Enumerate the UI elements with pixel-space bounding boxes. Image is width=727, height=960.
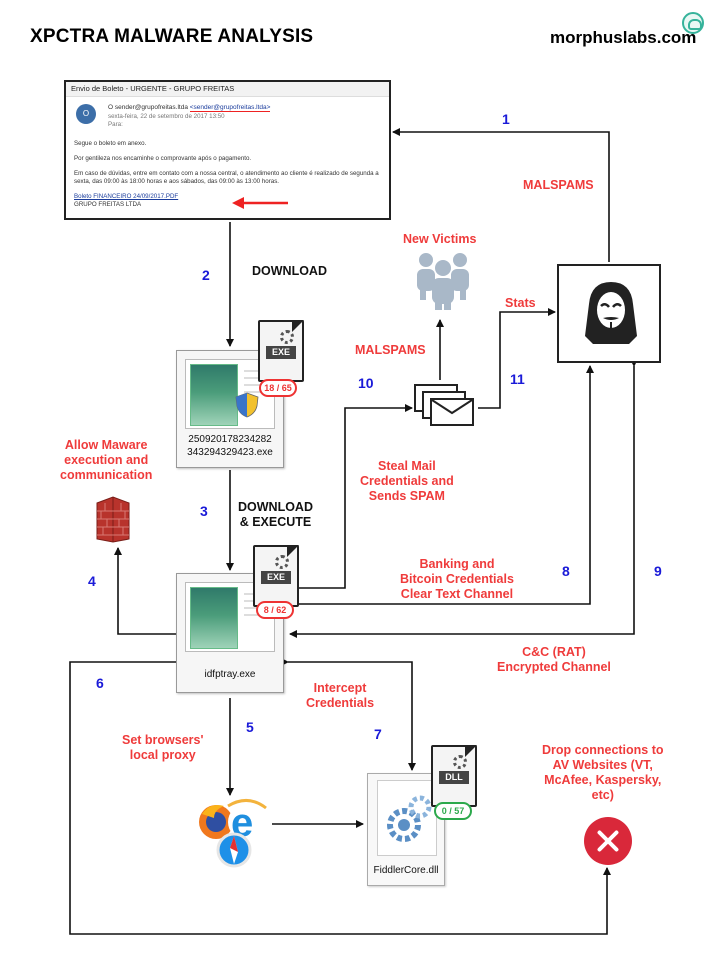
email-body: Segue o boleto em anexo. Por gentileza n… (74, 140, 384, 209)
brain-logo-icon (682, 12, 704, 34)
email-subject: Envio de Boleto - URGENTE - GRUPO FREITA… (66, 82, 389, 97)
detection-badge: 0 / 57 (434, 802, 472, 820)
sender-name: O sender@grupofreitas.ltda (108, 104, 188, 111)
arrow-allow-malware (114, 547, 176, 635)
exe-tag: EXE (261, 571, 291, 584)
brand-name[interactable]: morphuslabs.com (550, 28, 697, 47)
label-stats: Stats (505, 296, 536, 310)
email-line: Segue o boleto em anexo. (74, 140, 147, 147)
label-banking: Banking and Bitcoin Credentials Clear Te… (400, 557, 514, 601)
page-title: XPCTRA MALWARE ANALYSIS (30, 26, 314, 47)
label-new-victims: New Victims (403, 232, 477, 246)
label-download-execute: DOWNLOAD & EXECUTE (238, 500, 313, 529)
arrow-stats (478, 308, 556, 409)
label-steal-mail: Steal Mail Credentials and Sends SPAM (360, 459, 454, 503)
label-allow-malware: Allow Maware execution and communication (60, 438, 153, 482)
hacker-icon (585, 282, 637, 344)
exe-file-icon: EXE (258, 320, 304, 382)
step-number: 7 (374, 726, 382, 742)
sender-avatar: O (76, 104, 96, 124)
dll-file-icon: DLL (431, 745, 477, 807)
label-download: DOWNLOAD (252, 264, 327, 278)
detection-badge: 18 / 65 (259, 379, 297, 397)
label-malspams-top: MALSPAMS (523, 178, 594, 192)
step-number: 11 (510, 371, 525, 387)
email-signature: GRUPO FREITAS LTDA (74, 201, 142, 208)
email-from: O sender@grupofreitas.ltda <sender@grupo… (108, 104, 271, 112)
email-line: Por gentileza nos encaminhe o comprovant… (74, 155, 252, 162)
blocked-icon (584, 817, 632, 865)
browsers-icon: e (199, 799, 267, 868)
red-arrow-icon (232, 197, 288, 209)
step-number: 3 (200, 503, 208, 519)
boleto-attachment-link[interactable]: Boleto FINANCEIRO 24/09/2017.PDF (74, 193, 179, 200)
label-cnc: C&C (RAT) Encrypted Channel (497, 645, 611, 674)
dll-doc (377, 780, 437, 856)
label-intercept: Intercept Credentials (306, 681, 375, 710)
step-number: 10 (358, 375, 374, 391)
email-line: Em caso de dúvidas, entre em contato com… (74, 170, 379, 185)
email-date: sexta-feira, 22 de setembro de 2017 13:5… (108, 113, 225, 120)
gear-icon (453, 755, 467, 769)
label-drop-connections: Drop connections to AV Websites (VT, McA… (542, 743, 664, 802)
uac-shield-icon (235, 392, 259, 418)
detection-badge: 8 / 62 (256, 601, 294, 619)
file-thumbnail (190, 587, 238, 649)
new-victims-icon (417, 253, 469, 310)
label-malspams-mid: MALSPAMS (355, 343, 426, 357)
dll-name: FiddlerCore.dll (373, 865, 439, 876)
exe-file-icon: EXE (253, 545, 299, 607)
envelope-icon (430, 398, 474, 426)
step-number: 9 (654, 563, 662, 579)
step-number: 6 (96, 675, 104, 691)
firewall-icon (96, 496, 130, 543)
step-number: 4 (88, 573, 96, 589)
arrow-malspams-to-email (392, 128, 610, 262)
gear-icon (280, 330, 294, 344)
phishing-email[interactable]: Envio de Boleto - URGENTE - GRUPO FREITA… (64, 80, 391, 220)
label-set-proxy: Set browsers' local proxy (122, 733, 204, 762)
fiddlercore-dll-window[interactable]: FiddlerCore.dll (367, 773, 445, 886)
email-to: Para: (108, 121, 123, 128)
step-number: 1 (502, 111, 510, 127)
gear-icon (275, 555, 289, 569)
step-number: 8 (562, 563, 570, 579)
step-number: 2 (202, 267, 210, 283)
arrow-intercept (281, 658, 416, 771)
dll-tag: DLL (439, 771, 469, 784)
idfptray-exe-name: idfptray.exe (204, 669, 256, 680)
attacker-box[interactable] (557, 264, 661, 363)
arrow-cnc-channel (289, 359, 638, 638)
step-number: 5 (246, 719, 254, 735)
sender-address: <sender@grupofreitas.ltda> (189, 104, 271, 112)
exe-tag: EXE (266, 346, 296, 359)
dropper-exe-name: 250920178234282 343294329423.exe (187, 434, 273, 458)
arrow-drop-connections (69, 661, 611, 935)
file-thumbnail (190, 364, 238, 426)
gears-icon (387, 795, 432, 842)
